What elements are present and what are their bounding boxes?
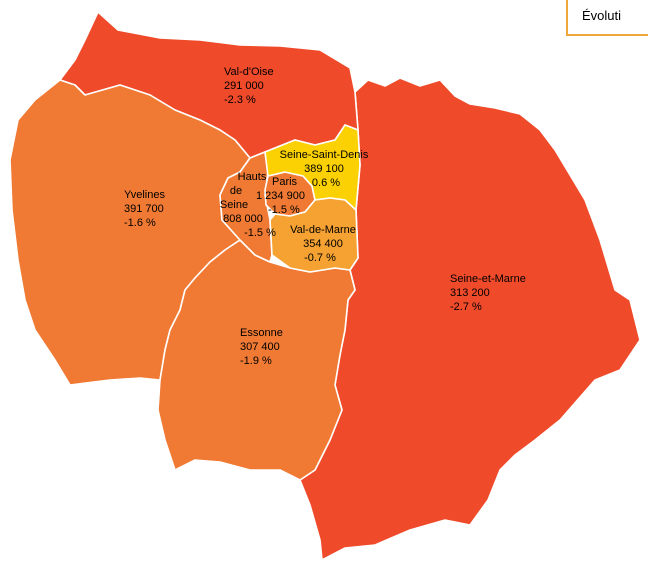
label-val-de-marne: Val-de-Marne 354 400 -0.7 % — [290, 224, 356, 264]
svg-text:-2.7 %: -2.7 % — [450, 301, 482, 313]
svg-text:Paris: Paris — [272, 176, 298, 188]
svg-text:-1.6 %: -1.6 % — [124, 217, 156, 229]
svg-text:354 400: 354 400 — [303, 238, 343, 250]
svg-text:Seine-Saint-Denis: Seine-Saint-Denis — [280, 149, 369, 161]
label-essonne: Essonne 307 400 -1.9 % — [240, 327, 283, 367]
svg-text:Val-d'Oise: Val-d'Oise — [224, 66, 274, 78]
label-val-d-oise: Val-d'Oise 291 000 -2.3 % — [224, 66, 274, 106]
svg-text:de: de — [230, 185, 242, 197]
legend-title: Évoluti — [566, 0, 648, 36]
svg-text:-1.9 %: -1.9 % — [240, 355, 272, 367]
svg-text:313 200: 313 200 — [450, 287, 490, 299]
label-paris: Paris 1 234 900 -1.5 % — [256, 176, 305, 216]
svg-text:Essonne: Essonne — [240, 327, 283, 339]
svg-text:808 000: 808 000 — [223, 213, 263, 225]
svg-text:-1.5 %: -1.5 % — [244, 227, 276, 239]
svg-text:307 400: 307 400 — [240, 341, 280, 353]
label-yvelines: Yvelines 391 700 -1.6 % — [124, 189, 165, 229]
svg-text:0.6 %: 0.6 % — [312, 177, 340, 189]
svg-text:Val-de-Marne: Val-de-Marne — [290, 224, 356, 236]
svg-text:391 700: 391 700 — [124, 203, 164, 215]
label-hauts-de-seine: Hauts de Seine 808 000 -1.5 % — [220, 171, 276, 239]
label-seine-et-marne: Seine-et-Marne 313 200 -2.7 % — [450, 273, 526, 313]
svg-text:-2.3 %: -2.3 % — [224, 94, 256, 106]
label-seine-saint-denis: Seine-Saint-Denis 389 100 0.6 % — [280, 149, 369, 189]
svg-text:-0.7 %: -0.7 % — [304, 252, 336, 264]
svg-text:291 000: 291 000 — [224, 80, 264, 92]
svg-text:-1.5 %: -1.5 % — [268, 204, 300, 216]
svg-text:Seine-et-Marne: Seine-et-Marne — [450, 273, 526, 285]
svg-text:1 234 900: 1 234 900 — [256, 190, 305, 202]
svg-text:Seine: Seine — [220, 199, 248, 211]
region-val-de-marne[interactable] — [269, 197, 359, 273]
svg-text:Hauts: Hauts — [238, 171, 267, 183]
svg-text:Yvelines: Yvelines — [124, 189, 165, 201]
svg-text:389 100: 389 100 — [304, 163, 344, 175]
